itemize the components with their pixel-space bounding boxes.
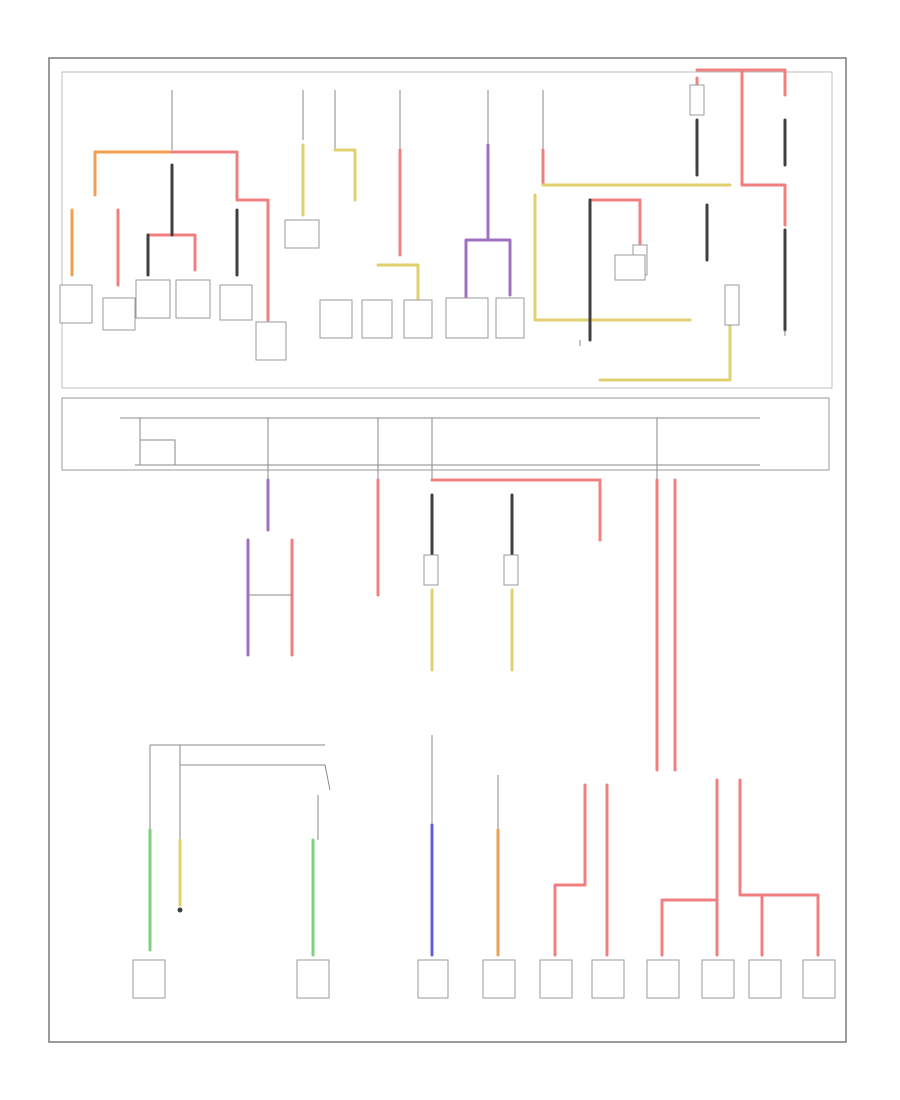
wire-yellow-4 xyxy=(533,183,732,322)
component-box-12 xyxy=(495,297,525,339)
wire-red-16 xyxy=(660,778,719,957)
relay-top-right xyxy=(689,84,705,116)
component-box-4 xyxy=(175,279,211,319)
component-box-13 xyxy=(614,254,646,281)
bottom-box-5 xyxy=(539,959,573,999)
component-box-2 xyxy=(102,297,136,331)
bus-drop-1 xyxy=(139,418,176,465)
bottom-box-6 xyxy=(591,959,625,999)
wire-red-18 xyxy=(738,778,820,957)
wire-red-8 xyxy=(740,68,787,97)
bottom-box-3 xyxy=(417,959,449,999)
component-box-3 xyxy=(135,279,171,319)
wire-red-6 xyxy=(588,198,642,247)
middle-section xyxy=(246,478,677,772)
wire-red-1 xyxy=(170,150,270,322)
bottom-bus xyxy=(150,744,331,791)
inner-frame xyxy=(61,71,833,389)
relay-mid-1 xyxy=(423,554,439,586)
wire-red-14 xyxy=(553,783,587,957)
bottom-section xyxy=(132,735,836,999)
bottom-box-1 xyxy=(132,959,166,999)
wire-yellow-2 xyxy=(333,148,357,202)
component-box-6 xyxy=(255,321,287,361)
component-box-1 xyxy=(59,284,93,324)
component-box-11 xyxy=(445,297,489,339)
component-box-7 xyxy=(284,219,320,249)
bottom-box-4 xyxy=(482,959,516,999)
component-box-8 xyxy=(319,299,353,339)
ground-marker-1 xyxy=(579,330,786,346)
wire-red-7 xyxy=(695,68,787,227)
wire-violet-1 xyxy=(464,143,490,302)
component-box-10 xyxy=(403,299,433,339)
bottom-box-9 xyxy=(748,959,782,999)
bottom-box-7 xyxy=(646,959,680,999)
top-section xyxy=(59,68,787,382)
component-box-5 xyxy=(219,284,253,321)
ground-point-1 xyxy=(177,907,183,913)
wire-yellow-3 xyxy=(376,263,420,302)
power-bus xyxy=(61,397,830,480)
relay-mid-2 xyxy=(503,554,519,586)
component-box-9 xyxy=(361,299,393,339)
wire-red-3 xyxy=(146,233,197,272)
diagram-frame xyxy=(48,57,847,1043)
wire-red-11 xyxy=(430,478,602,542)
relay-right xyxy=(724,284,740,326)
bottom-box-10 xyxy=(802,959,836,999)
bus-frame xyxy=(61,397,830,471)
wire-orange-1 xyxy=(93,150,174,197)
bottom-box-8 xyxy=(701,959,735,999)
wire-violet-2 xyxy=(486,238,512,297)
wire-yellow-5 xyxy=(598,308,732,382)
bottom-box-2 xyxy=(296,959,330,999)
